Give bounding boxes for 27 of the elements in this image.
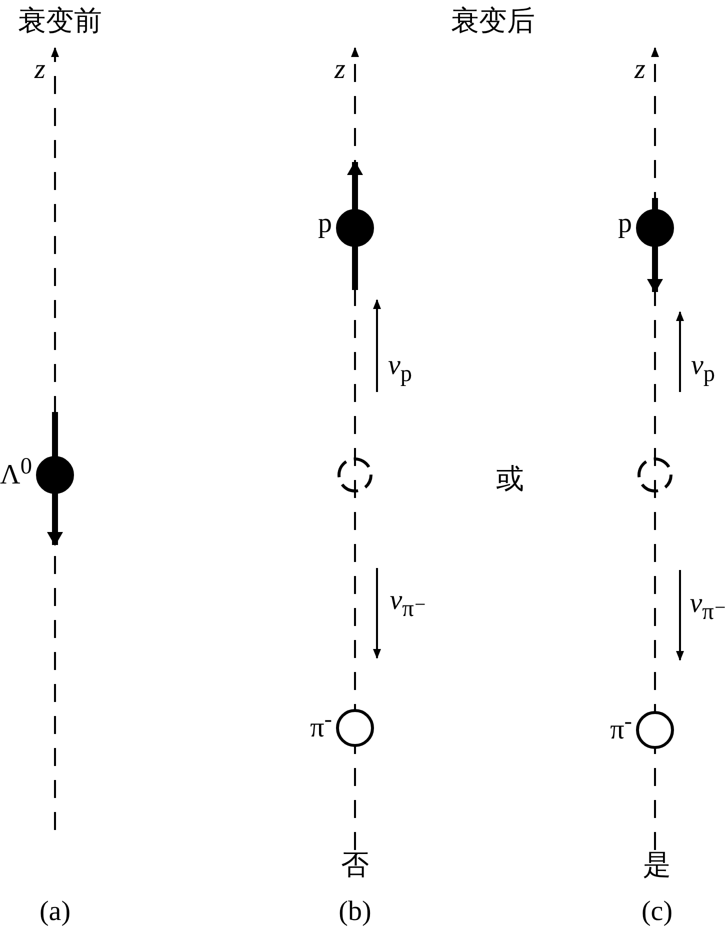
particle-label: π$^{-}$ bbox=[610, 707, 632, 747]
decay-point-circle bbox=[336, 456, 374, 494]
velocity-label: v$_{π⁻}$ bbox=[690, 588, 725, 627]
panel-label: (a) bbox=[39, 896, 71, 928]
verdict-label: 否 bbox=[341, 850, 369, 882]
panel-label: (c) bbox=[641, 896, 673, 928]
velocity-label: v$_{p}$ bbox=[690, 350, 716, 389]
particle-dot bbox=[636, 209, 674, 247]
verdict-label: 是 bbox=[643, 850, 671, 882]
particle-dot bbox=[36, 456, 74, 494]
particle-label: π$^{-}$ bbox=[310, 705, 332, 745]
particle-circle bbox=[636, 711, 674, 749]
panel-label: (b) bbox=[338, 896, 372, 928]
axis-label: z bbox=[334, 54, 346, 86]
particle-label: p bbox=[618, 208, 632, 240]
axis-label: z bbox=[34, 54, 46, 86]
decay-point-circle bbox=[636, 456, 674, 494]
connector-word: 或 bbox=[496, 464, 524, 496]
velocity-label: v$_{p}$ bbox=[388, 350, 412, 389]
heading: 衰变前 bbox=[18, 6, 102, 38]
particle-circle bbox=[336, 709, 374, 747]
velocity-label: v$_{π⁻}$ bbox=[390, 585, 426, 624]
axis-label: z bbox=[634, 54, 646, 86]
heading: 衰变后 bbox=[451, 6, 535, 38]
particle-dot bbox=[336, 209, 374, 247]
particle-label: Λ$^{0}$ bbox=[0, 452, 32, 492]
particle-label: p bbox=[318, 208, 332, 240]
